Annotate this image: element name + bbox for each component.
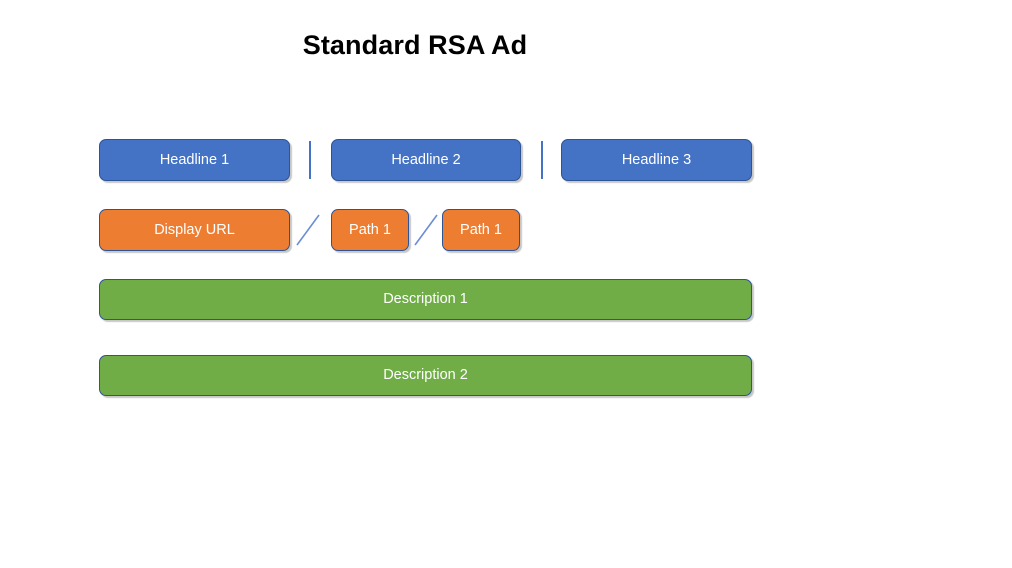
display-url-box[interactable]: Display URL <box>99 209 290 251</box>
path-1-box[interactable]: Path 1 <box>331 209 409 251</box>
headline-3-label: Headline 3 <box>621 151 692 168</box>
headline-3-box[interactable]: Headline 3 <box>561 139 752 181</box>
path-1-label: Path 1 <box>349 221 391 238</box>
description-2-box[interactable]: Description 2 <box>99 355 752 396</box>
headline-2-box[interactable]: Headline 2 <box>331 139 521 181</box>
path-separator-slash-2-icon <box>412 209 440 251</box>
headline-2-label: Headline 2 <box>391 151 461 168</box>
headline-separator-2 <box>541 141 543 179</box>
description-1-label: Description 1 <box>383 291 468 308</box>
description-2-label: Description 2 <box>383 367 468 384</box>
page-title: Standard RSA Ad <box>302 30 528 60</box>
path-separator-slash-1-icon <box>294 209 322 251</box>
headline-1-label: Headline 1 <box>159 151 230 168</box>
description-1-box[interactable]: Description 1 <box>99 279 752 320</box>
headline-1-box[interactable]: Headline 1 <box>99 139 290 181</box>
path-2-box[interactable]: Path 1 <box>442 209 520 251</box>
headline-separator-1 <box>309 141 311 179</box>
display-url-label: Display URL <box>154 221 235 238</box>
path-2-label: Path 1 <box>460 221 502 238</box>
